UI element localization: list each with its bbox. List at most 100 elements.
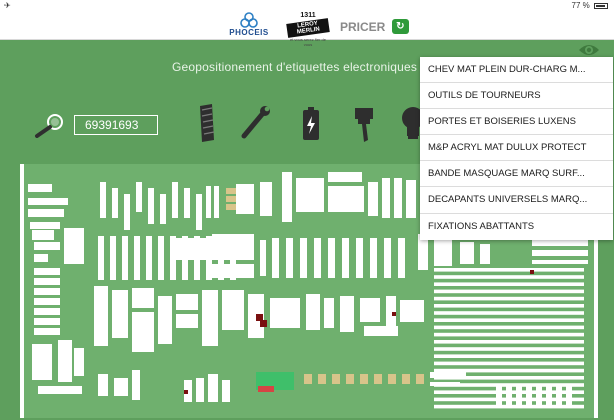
shelf xyxy=(34,242,60,250)
category-lighting-button[interactable] xyxy=(396,102,430,144)
pricer-logo: PRICER ↻ xyxy=(340,18,409,36)
terminal-marker xyxy=(346,374,354,384)
shelf xyxy=(132,312,154,352)
dropdown-item[interactable]: FIXATIONS ABATTANTS xyxy=(428,220,535,232)
shelf xyxy=(270,298,300,328)
terminal-marker xyxy=(318,374,326,384)
shelf xyxy=(160,194,166,224)
shelf-group xyxy=(20,164,598,418)
page-title: Geopositionement d'etiquettes electroniq… xyxy=(172,60,418,74)
shelf xyxy=(114,378,128,396)
shelf xyxy=(356,238,363,278)
category-tools-button[interactable] xyxy=(238,102,272,144)
tag-marker[interactable] xyxy=(256,314,263,321)
shelf xyxy=(434,361,584,366)
shelf xyxy=(342,238,349,278)
category-wood-button[interactable] xyxy=(190,102,224,144)
shelf xyxy=(300,238,307,278)
shelf xyxy=(34,254,48,262)
category-paint-button[interactable] xyxy=(348,102,382,144)
shelf xyxy=(434,325,584,330)
shelf xyxy=(480,244,490,264)
shelf xyxy=(34,298,60,305)
search-input[interactable] xyxy=(74,115,158,135)
shelf xyxy=(394,178,402,218)
shelf xyxy=(112,290,128,338)
shelf xyxy=(370,238,377,278)
dropdown-item[interactable]: M&P ACRYL MAT DULUX PROTECT xyxy=(420,135,613,162)
dropdown-item[interactable]: OUTILS DE TOURNEURS xyxy=(420,83,613,110)
shelf xyxy=(460,242,474,264)
shelf xyxy=(328,238,335,278)
shelf xyxy=(124,194,130,230)
dropdown-item[interactable]: DECAPANTS UNIVERSELS MARQ... xyxy=(420,187,613,214)
shelf xyxy=(196,194,202,230)
shelf xyxy=(100,182,106,218)
shelf xyxy=(202,290,218,346)
terminal-marker xyxy=(416,374,424,384)
shelf xyxy=(532,250,588,256)
shelf xyxy=(434,354,584,358)
terminal-marker xyxy=(388,374,396,384)
tag-marker[interactable] xyxy=(184,390,188,394)
app-header: PHOCEIS 1311 LEROY MERLIN et vous serez … xyxy=(0,12,614,47)
shelf xyxy=(222,380,230,402)
shelf xyxy=(122,236,128,280)
shelf xyxy=(434,304,584,308)
shelf xyxy=(176,294,198,310)
dropdown-item[interactable]: PORTES ET BOISERIES LUXENS xyxy=(420,109,613,136)
shelf xyxy=(324,298,334,328)
terminal-marker xyxy=(226,196,236,202)
tag-marker[interactable] xyxy=(392,312,396,316)
pricer-text: PRICER xyxy=(340,19,386,34)
shelf xyxy=(314,238,321,278)
shelf xyxy=(434,368,584,373)
shelf xyxy=(400,300,424,322)
shelf xyxy=(112,188,118,218)
shelf xyxy=(94,286,108,346)
shelf xyxy=(594,164,598,418)
battery-percent: 77 % xyxy=(571,1,590,10)
shelf xyxy=(34,278,60,285)
magnifier-icon[interactable] xyxy=(34,112,68,138)
shelf xyxy=(158,296,172,344)
category-electric-button[interactable] xyxy=(294,102,328,144)
shelf xyxy=(382,178,390,218)
shelf xyxy=(134,236,140,280)
tag-marker[interactable] xyxy=(260,320,267,327)
battery-icon xyxy=(303,107,319,140)
shelf xyxy=(38,386,82,394)
shelf xyxy=(74,348,84,376)
eye-icon[interactable] xyxy=(578,42,600,58)
shelf xyxy=(516,384,522,406)
shelf xyxy=(434,376,584,380)
status-bar: ✈ 77 % xyxy=(0,0,614,12)
dropdown-item[interactable]: CHEV MAT PLEIN DUR-CHARG M... xyxy=(420,57,613,84)
highlight-zone[interactable] xyxy=(256,372,294,390)
tag-marker[interactable] xyxy=(530,270,534,274)
shelf xyxy=(184,188,190,218)
shelf xyxy=(434,268,584,272)
light-bulb-icon xyxy=(402,107,424,139)
shelf xyxy=(236,184,254,214)
shelf xyxy=(170,236,176,280)
shelf xyxy=(158,236,164,280)
store-number: 1311 xyxy=(300,12,316,19)
shelf xyxy=(434,289,584,294)
shelf xyxy=(214,186,219,218)
terminal-marker xyxy=(402,374,410,384)
alert-marker[interactable] xyxy=(258,386,274,392)
shelf xyxy=(34,328,60,335)
terminal-marker xyxy=(226,204,236,210)
shelf xyxy=(58,340,72,382)
shelf xyxy=(430,372,466,378)
terminal-marker xyxy=(304,374,312,384)
shelf xyxy=(434,404,584,409)
shelf xyxy=(286,238,293,278)
terminal-marker xyxy=(374,374,382,384)
shelf xyxy=(282,172,292,222)
shelf xyxy=(546,384,552,406)
dropdown-item[interactable]: BANDE MASQUAGE MARQ SURF... xyxy=(420,161,613,188)
shelf xyxy=(532,260,588,264)
shelf xyxy=(132,370,140,400)
